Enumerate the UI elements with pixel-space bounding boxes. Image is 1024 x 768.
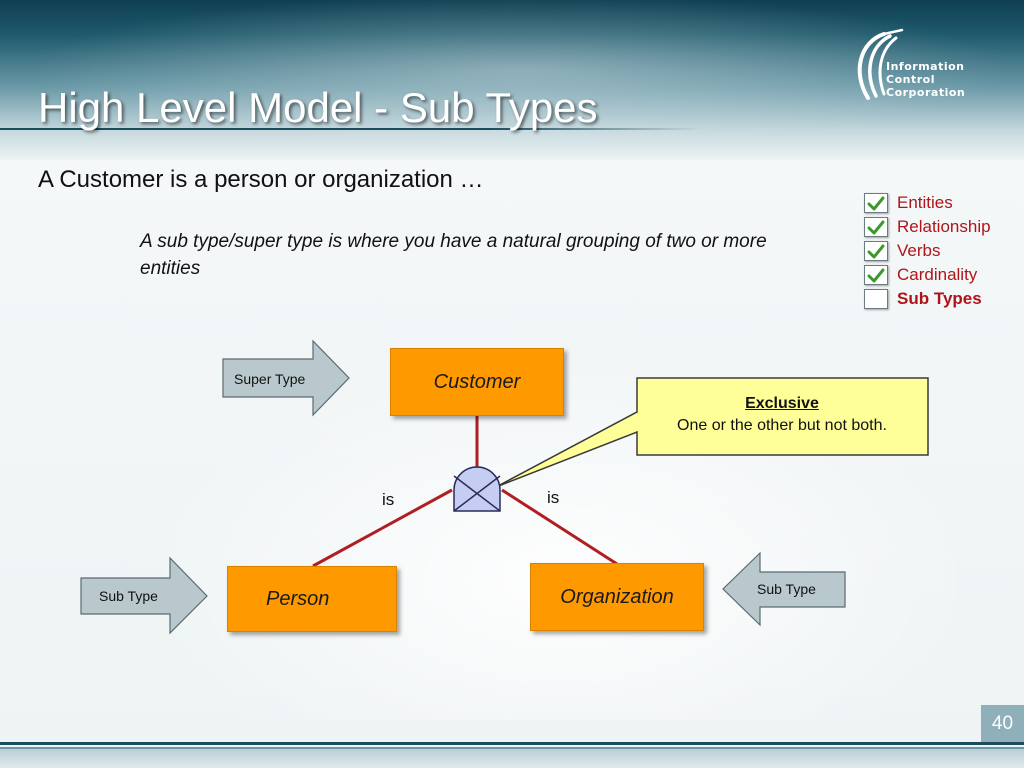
checklist-item-entities: Entities bbox=[864, 191, 1024, 215]
checklist-label: Relationship bbox=[897, 217, 991, 236]
symbol-cross-line bbox=[453, 475, 501, 512]
relationship-line-organization bbox=[501, 488, 618, 566]
relationship-line-person bbox=[312, 488, 453, 568]
title-underline bbox=[0, 128, 700, 130]
checkbox-verbs bbox=[864, 241, 888, 261]
slide-subtitle: A Customer is a person or organization … bbox=[38, 166, 484, 193]
checklist-item-relationship: Relationship bbox=[864, 215, 1024, 239]
slide-description: A sub type/super type is where you have … bbox=[140, 231, 767, 279]
header-glow bbox=[0, 0, 1024, 160]
checkbox-sub-types bbox=[864, 289, 888, 309]
sub-type-arrow-right-icon bbox=[722, 551, 846, 627]
super-type-label: Super Type bbox=[234, 371, 306, 387]
footer-band bbox=[0, 749, 1024, 768]
relationship-label-right: is bbox=[547, 488, 560, 507]
logo-line-2: Control bbox=[886, 73, 935, 86]
logo-line-3: Corporation bbox=[886, 86, 966, 99]
exclusive-callout-icon bbox=[495, 377, 929, 488]
super-type-arrow-icon bbox=[222, 339, 350, 417]
exclusive-subtype-symbol-icon bbox=[453, 466, 501, 512]
footer-rule-secondary bbox=[0, 747, 1024, 749]
slide-title: High Level Model - Sub Types bbox=[38, 84, 598, 131]
footer-rule bbox=[0, 742, 1024, 745]
entity-person: Person bbox=[227, 566, 397, 632]
entity-organization: Organization bbox=[530, 563, 704, 631]
checklist-label: Verbs bbox=[897, 241, 941, 260]
exclusive-callout: Exclusive One or the other but not both. bbox=[637, 393, 927, 437]
checklist-label: Sub Types bbox=[897, 289, 982, 308]
progress-checklist: Entities Relationship Verbs Cardinality … bbox=[864, 191, 1024, 311]
callout-body: One or the other but not both. bbox=[677, 417, 887, 434]
callout-title: Exclusive bbox=[745, 395, 819, 412]
logo-swoosh-icon bbox=[857, 28, 904, 100]
checklist-item-cardinality: Cardinality bbox=[864, 263, 1024, 287]
entity-customer: Customer bbox=[390, 348, 564, 416]
page-number: 40 bbox=[981, 705, 1024, 743]
checklist-item-verbs: Verbs bbox=[864, 239, 1024, 263]
checklist-label: Cardinality bbox=[897, 265, 978, 284]
checklist-label: Entities bbox=[897, 193, 953, 212]
relationship-label-left: is bbox=[382, 490, 395, 509]
header-band bbox=[0, 0, 1024, 160]
checkbox-relationship bbox=[864, 217, 888, 237]
checkmark-icon bbox=[867, 244, 885, 258]
logo-text: Information Control Corporation bbox=[886, 60, 996, 99]
sub-type-arrow-left-icon bbox=[80, 556, 208, 635]
checkmark-icon bbox=[867, 268, 885, 282]
checkmark-icon bbox=[867, 220, 885, 234]
sub-type-label-right: Sub Type bbox=[757, 581, 816, 597]
checklist-item-sub-types: Sub Types bbox=[864, 287, 1024, 311]
checkbox-cardinality bbox=[864, 265, 888, 285]
checkmark-icon bbox=[867, 196, 885, 210]
checkbox-entities bbox=[864, 193, 888, 213]
logo-line-1: Information bbox=[886, 60, 965, 73]
sub-type-label-left: Sub Type bbox=[99, 588, 158, 604]
